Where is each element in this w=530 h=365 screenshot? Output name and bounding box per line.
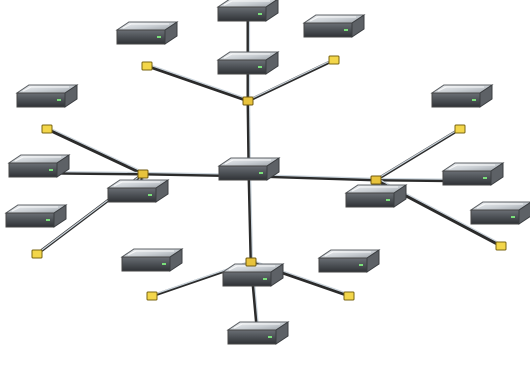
hub-connector-icon — [343, 291, 355, 301]
hard-drive-icon — [7, 154, 71, 178]
hub-connector-icon — [245, 257, 257, 267]
hard-drive-icon — [106, 179, 170, 203]
hard-drive-icon — [221, 263, 285, 287]
hard-drive-icon — [15, 84, 79, 108]
network-connectors — [31, 55, 507, 301]
hard-drive-icon — [217, 157, 281, 181]
network-cable — [145, 63, 250, 103]
hard-drive-icon — [317, 249, 381, 273]
hub-connector-icon — [495, 241, 507, 251]
hard-drive-icon — [115, 21, 179, 45]
hard-drive-icon — [216, 51, 280, 75]
hub-connector-icon — [146, 291, 158, 301]
hard-drive-icon — [226, 321, 290, 345]
network-cable — [246, 57, 336, 103]
hub-connector-icon — [242, 96, 254, 106]
hard-drive-icon — [302, 14, 366, 38]
hard-drive-icon — [4, 204, 68, 228]
hard-drive-icon — [120, 248, 184, 272]
hard-drive-icon — [430, 84, 494, 108]
hub-connector-icon — [137, 169, 149, 179]
network-cable — [45, 126, 145, 176]
hub-connector-icon — [31, 249, 43, 259]
hub-connector-icon — [328, 55, 340, 65]
network-cable — [374, 126, 462, 182]
hub-connector-icon — [141, 61, 153, 71]
hub-connector-icon — [454, 124, 466, 134]
hub-connector-icon — [370, 175, 382, 185]
hard-drive-icon — [469, 201, 530, 225]
network-cable — [247, 174, 254, 264]
hard-drive-icon — [441, 162, 505, 186]
hard-drive-icon — [344, 184, 408, 208]
hub-connector-icon — [41, 124, 53, 134]
network-nodes — [4, 0, 530, 345]
hard-drive-icon — [216, 0, 279, 22]
